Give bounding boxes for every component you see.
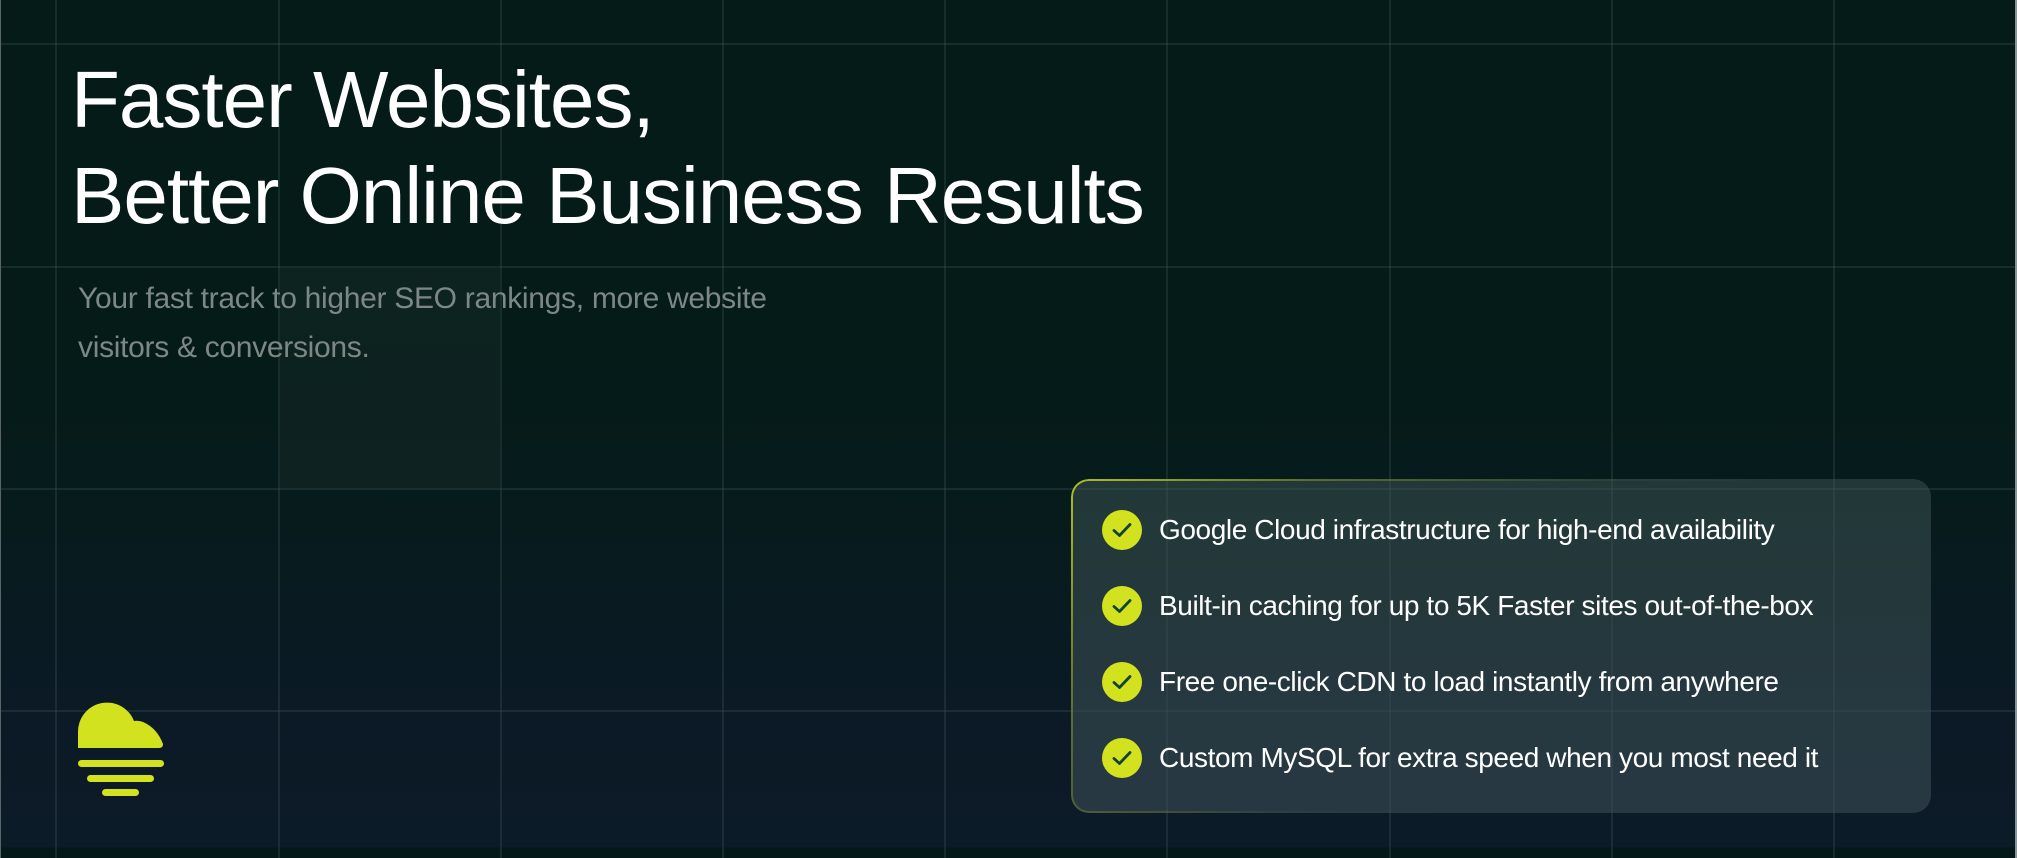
cloud-sun-logo-icon: [77, 702, 165, 798]
page-title: Faster Websites, Better Online Business …: [71, 52, 1145, 244]
feature-label: Free one-click CDN to load instantly fro…: [1159, 666, 1779, 697]
feature-label: Google Cloud infrastructure for high-end…: [1159, 514, 1775, 545]
features-card: Google Cloud infrastructure for high-end…: [1071, 479, 1931, 813]
feature-label: Custom MySQL for extra speed when you mo…: [1159, 742, 1819, 773]
headline-line-1: Faster Websites,: [71, 55, 655, 144]
feature-item: Custom MySQL for extra speed when you mo…: [1102, 738, 1818, 778]
subtitle: Your fast track to higher SEO rankings, …: [78, 274, 898, 372]
check-circle-icon: [1102, 510, 1142, 550]
check-circle-icon: [1102, 738, 1142, 778]
feature-list: Google Cloud infrastructure for high-end…: [1102, 510, 1818, 814]
grid-line: [1, 43, 2015, 45]
feature-item: Google Cloud infrastructure for high-end…: [1102, 510, 1818, 550]
check-circle-icon: [1102, 586, 1142, 626]
subtitle-line-2: visitors & conversions.: [78, 331, 370, 364]
feature-item: Built-in caching for up to 5K Faster sit…: [1102, 586, 1818, 626]
grid-line: [1, 266, 2015, 268]
feature-item: Free one-click CDN to load instantly fro…: [1102, 662, 1818, 702]
grid-line: [55, 0, 57, 858]
subtitle-line-1: Your fast track to higher SEO rankings, …: [78, 282, 767, 315]
headline-line-2: Better Online Business Results: [71, 151, 1145, 240]
feature-label: Built-in caching for up to 5K Faster sit…: [1159, 590, 1814, 621]
check-circle-icon: [1102, 662, 1142, 702]
